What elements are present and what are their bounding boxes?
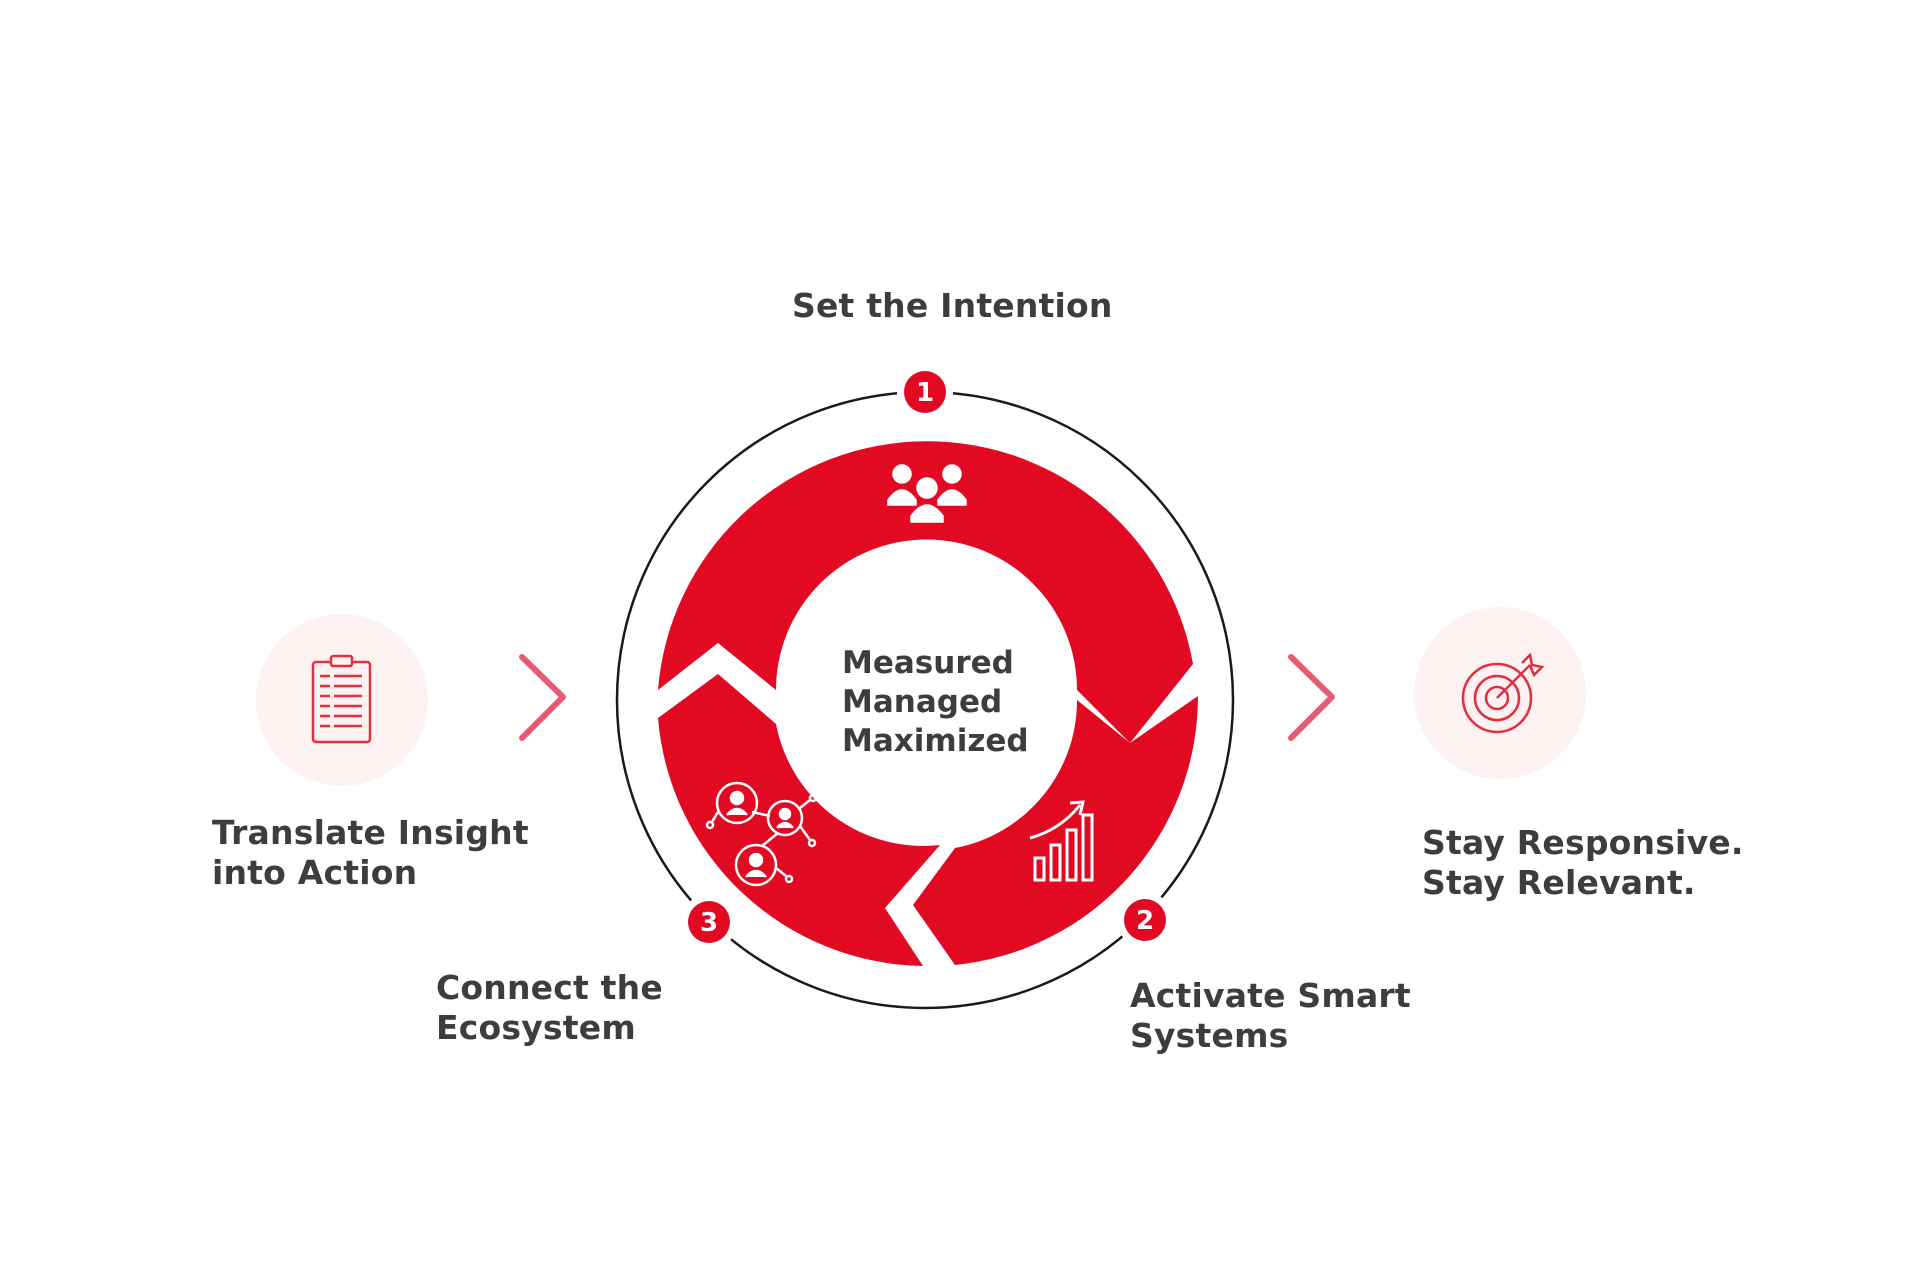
growth-chart-icon — [1029, 800, 1094, 882]
step-3-label-line-1: Connect the — [436, 968, 663, 1007]
network-people-icon — [705, 781, 818, 887]
chevron-right-icon-left — [519, 654, 566, 741]
right-label-line-2: Stay Relevant. — [1422, 863, 1696, 902]
step-1-label: Set the Intention — [792, 286, 1113, 326]
center-line-1: Measured — [842, 645, 1014, 681]
center-text: Measured Managed Maximized — [842, 644, 1029, 761]
left-label: Translate Insight into Action — [212, 813, 529, 893]
clipboard-icon — [311, 654, 372, 744]
left-label-line-1: Translate Insight — [212, 813, 529, 852]
red-ring — [658, 441, 1199, 966]
step-3-label-line-2: Ecosystem — [436, 1008, 636, 1047]
right-icon-circle — [1414, 607, 1586, 779]
step-number-2: 2 — [1136, 906, 1154, 936]
step-badge-1: 1 — [897, 364, 953, 420]
step-badge-2: 2 — [1117, 892, 1173, 948]
step-2-label-line-2: Systems — [1130, 1016, 1289, 1055]
ring-segment-2 — [913, 696, 1199, 965]
target-icon — [1461, 652, 1545, 734]
step-badge-3: 3 — [681, 894, 737, 950]
step-2-label-line-1: Activate Smart — [1130, 976, 1411, 1015]
left-label-line-2: into Action — [212, 853, 418, 892]
right-label: Stay Responsive. Stay Relevant. — [1422, 823, 1744, 903]
chevron-right-icon-right — [1288, 654, 1335, 741]
center-line-2: Managed — [842, 684, 1003, 720]
ring-segment-1 — [658, 441, 1193, 743]
step-2-label: Activate Smart Systems — [1130, 976, 1411, 1056]
step-1-label-text: Set the Intention — [792, 286, 1113, 325]
step-number-3: 3 — [700, 908, 718, 938]
ring-segment-3 — [658, 674, 940, 966]
step-3-label: Connect the Ecosystem — [436, 968, 663, 1048]
left-icon-circle — [256, 614, 428, 786]
team-icon — [887, 464, 967, 523]
step-number-1: 1 — [916, 378, 934, 408]
right-label-line-1: Stay Responsive. — [1422, 823, 1744, 862]
center-line-3: Maximized — [842, 723, 1029, 759]
